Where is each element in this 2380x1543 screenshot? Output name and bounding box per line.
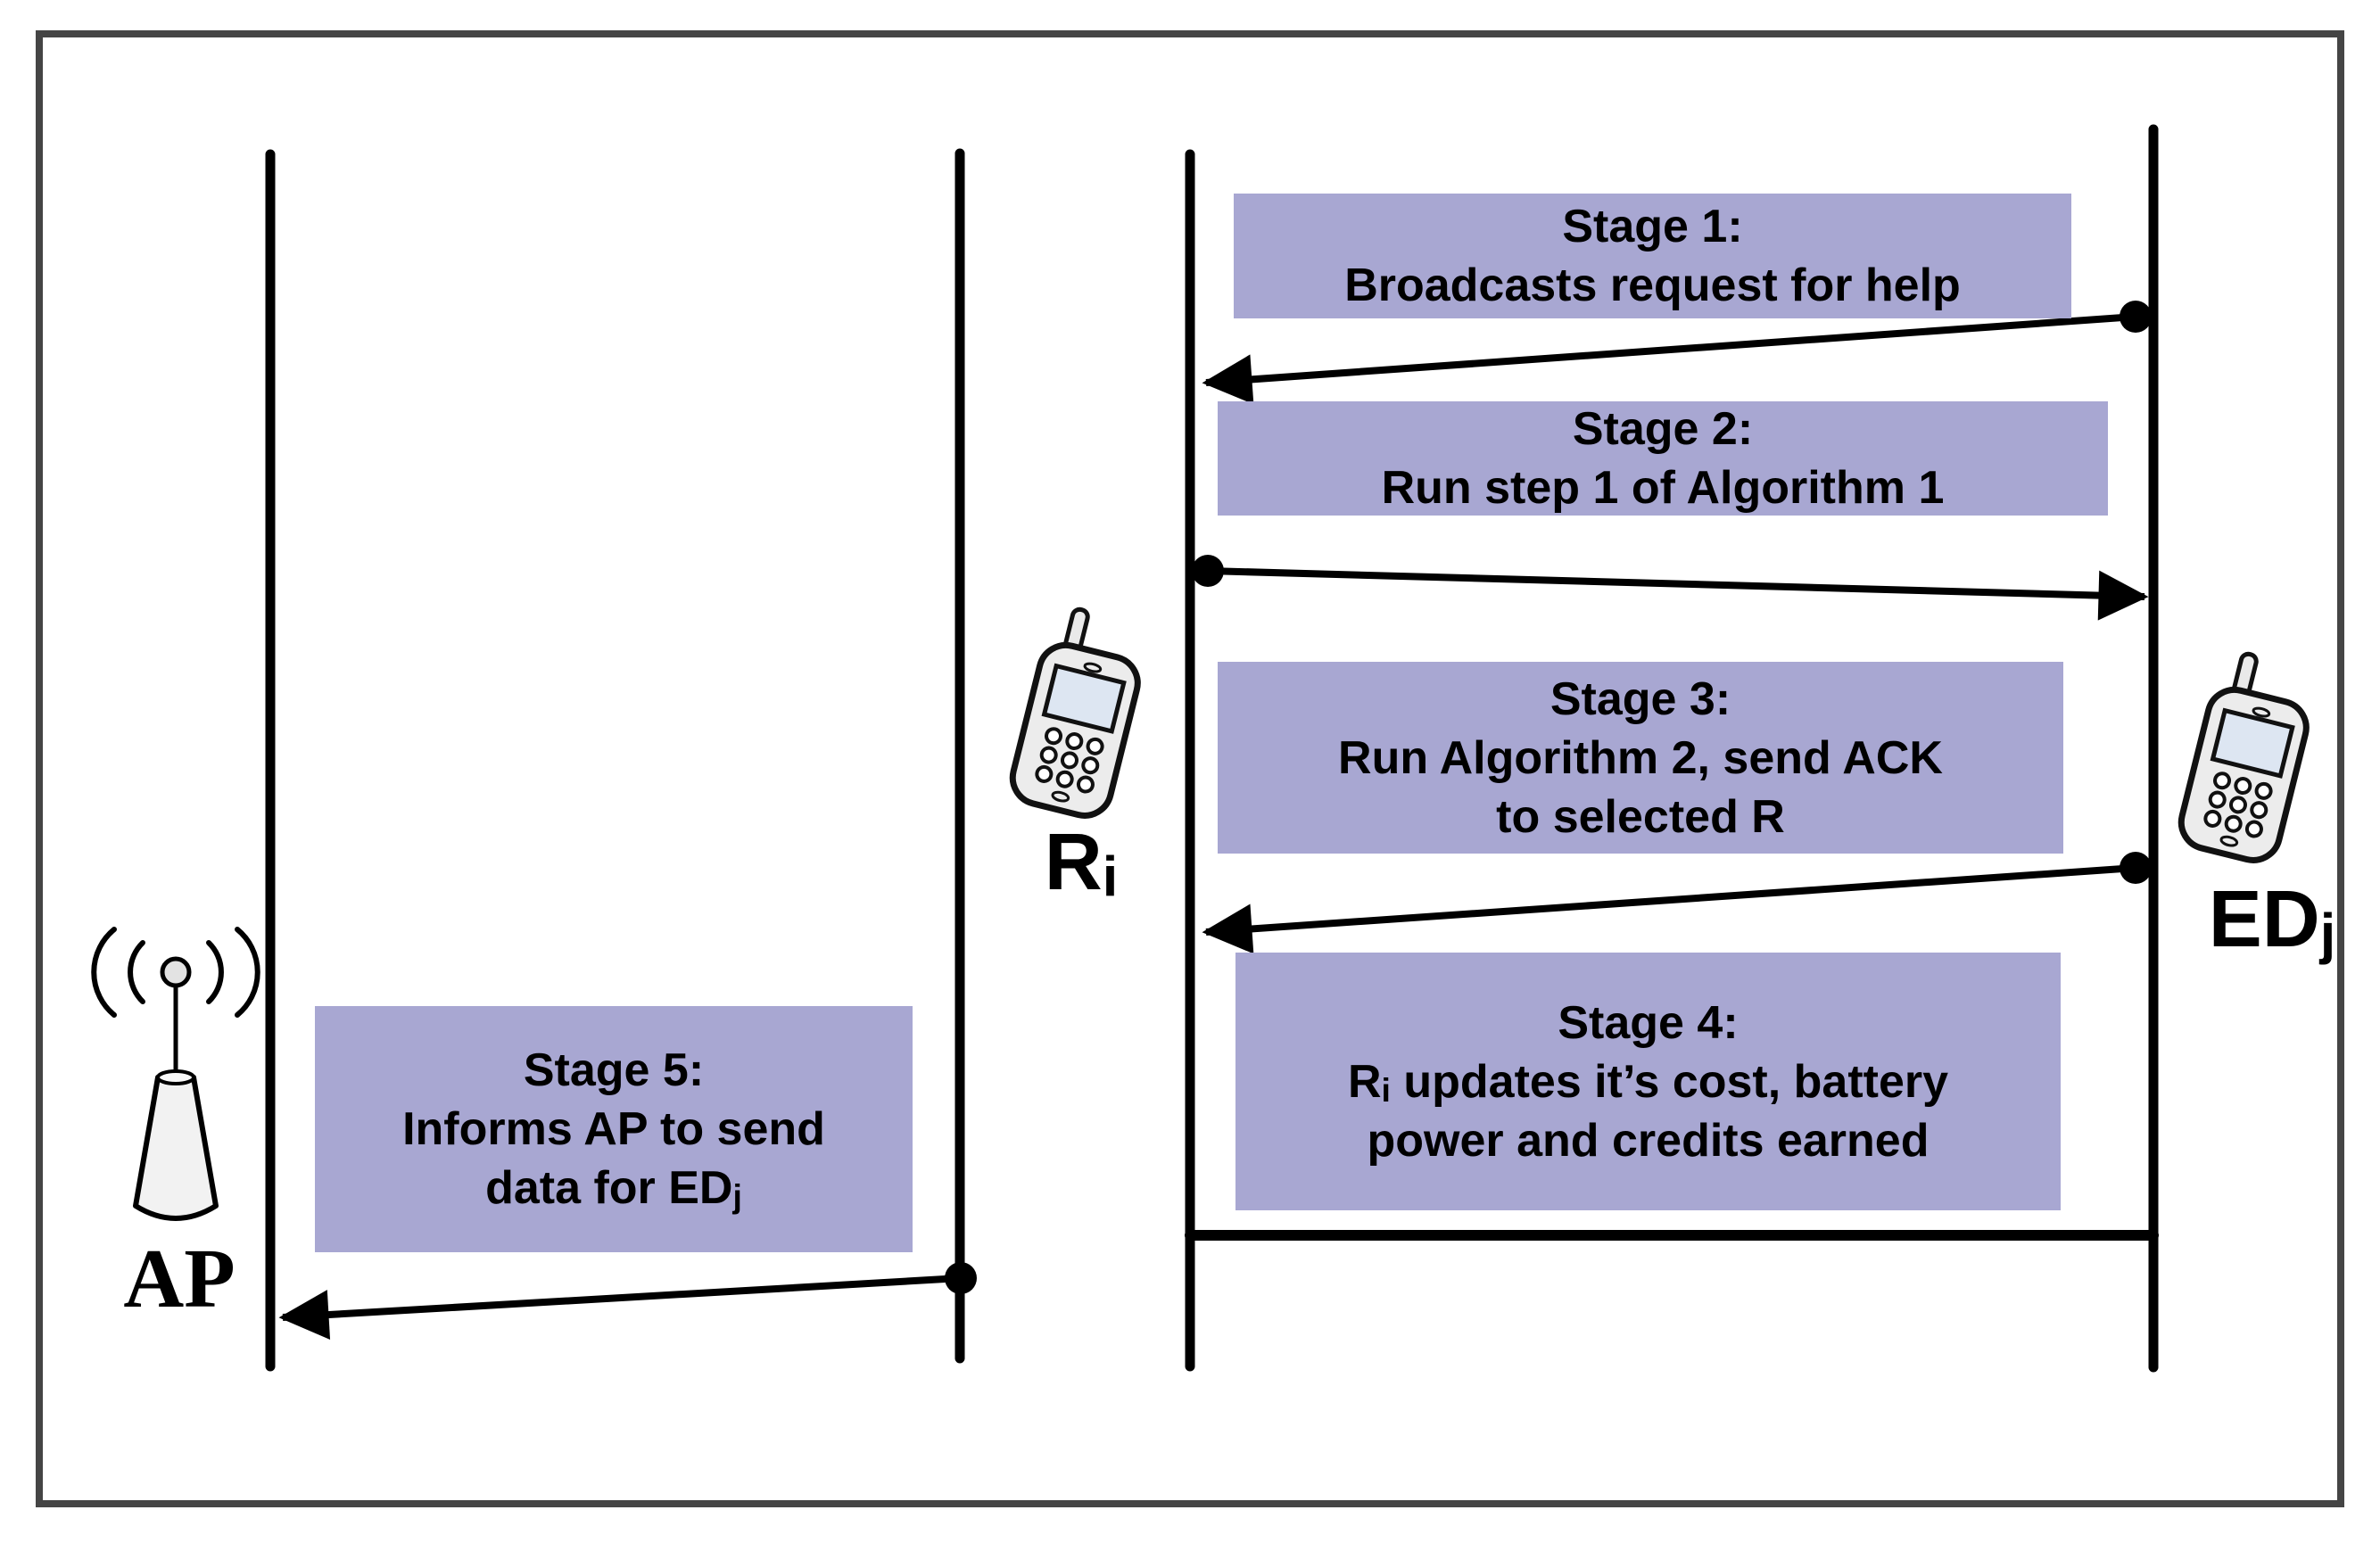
stage2-line1: Run step 1 of Algorithm 1	[1381, 462, 1945, 514]
end-device-phone-icon	[2176, 648, 2321, 865]
stage3-line2: to selected R	[1496, 790, 1785, 843]
stage5-line1: Informs AP to send	[402, 1103, 825, 1155]
figure-border	[36, 30, 2344, 1507]
stage4-title: Stage 4:	[1558, 996, 1739, 1049]
stage2-title: Stage 2:	[1572, 403, 1754, 455]
end-device-label: EDj	[2208, 875, 2336, 966]
stage5-line2: data for EDj	[485, 1162, 742, 1216]
stage5-title: Stage 5:	[523, 1044, 705, 1096]
stage2-box: Stage 2: Run step 1 of Algorithm 1	[1218, 401, 2108, 516]
lifelines	[265, 124, 2159, 1373]
stage5-inform-ap-arrow	[278, 1262, 977, 1340]
stage4-line2: power and credits earned	[1367, 1114, 1930, 1167]
stage1-line1: Broadcasts request for help	[1344, 260, 1961, 311]
relay-label: Ri	[1044, 818, 1119, 909]
ap-label: AP	[123, 1233, 236, 1325]
stage4-box: Stage 4: Ri updates it’s cost, battery p…	[1235, 953, 2061, 1210]
message-arrows	[278, 301, 2152, 1340]
stage3-box: Stage 3: Run Algorithm 2, send ACK to se…	[1218, 662, 2063, 854]
stage5-box: Stage 5: Informs AP to send data for EDj	[315, 1006, 913, 1252]
relay-phone-icon	[1007, 603, 1153, 821]
stage1-box: Stage 1: Broadcasts request for help	[1234, 194, 2071, 318]
stage3-title: Stage 3:	[1549, 672, 1731, 725]
stage3-line1: Run Algorithm 2, send ACK	[1338, 731, 1943, 784]
ap-antenna-icon	[91, 927, 260, 1221]
stage3-ack-arrow	[1202, 852, 2152, 954]
stage1-broadcast-arrow	[1202, 301, 2152, 405]
stage1-title: Stage 1:	[1562, 201, 1743, 252]
stage2-reply-arrow	[1192, 555, 2149, 621]
stage4-line1: Ri updates it’s cost, battery	[1347, 1055, 1949, 1109]
